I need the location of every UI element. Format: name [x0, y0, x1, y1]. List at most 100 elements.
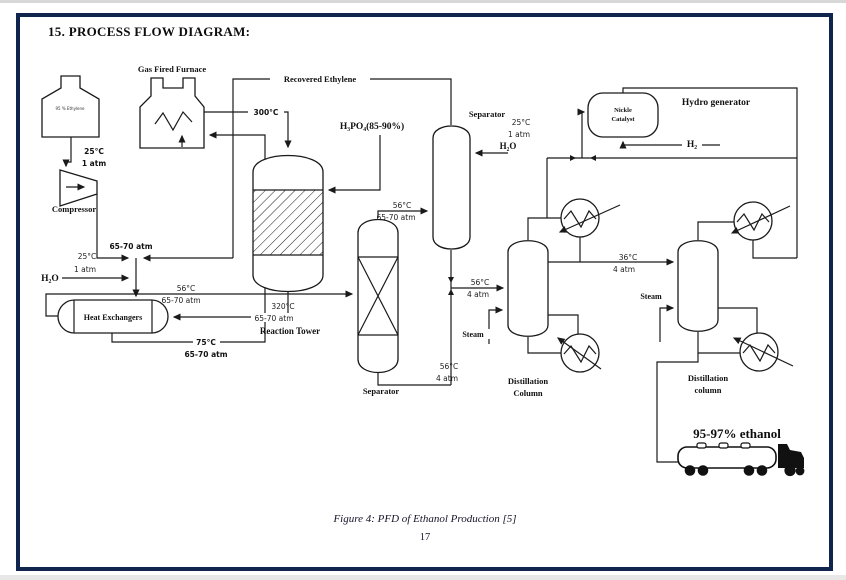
h3po4-line: [327, 135, 381, 194]
truck-wheel: [743, 465, 755, 476]
heat-exchangers-label: Heat Exchangers: [84, 313, 142, 322]
dc2-reboiler-return-line: [718, 307, 758, 333]
furnace-out-temp: 300°C: [254, 108, 279, 117]
dc2-feed-temp: 36°C: [619, 253, 638, 262]
tank-label: 95 % Ethylene: [56, 106, 86, 111]
tank-press: 1 atm: [82, 159, 106, 168]
h2o-feed-label: H₂O: [41, 274, 59, 284]
section-heading: 15. PROCESS FLOW DIAGRAM:: [48, 24, 251, 39]
dc1-overhead-line: [527, 217, 561, 240]
steam2-line: [659, 304, 675, 342]
product-line: [656, 353, 699, 463]
compressor-label: Compressor: [52, 204, 96, 214]
condenser-hx3: [730, 201, 791, 241]
h2o-quench-label: H₂O: [500, 141, 517, 151]
furnace-outlet-line: [204, 111, 292, 149]
reactor-out-temp: 320°C: [271, 302, 294, 311]
truck-wheel: [795, 466, 805, 476]
dc1-reboiler-return-line: [548, 314, 579, 334]
flash-separator: Separator: [432, 109, 506, 250]
truck-wheel: [756, 465, 768, 476]
dc1-bottoms-line: [527, 337, 561, 354]
label-mask: [248, 107, 284, 117]
quench-temp: 25°C: [512, 118, 531, 127]
tanker-cap: [696, 442, 707, 449]
dc2-overhead-line: [697, 221, 734, 240]
junction-arrow-down: [448, 277, 454, 283]
label-mask: [457, 329, 490, 339]
gas-fired-furnace: Gas Fired Furnace: [138, 64, 207, 149]
truck-wheel: [784, 464, 796, 477]
steam1-label: Steam: [462, 330, 484, 339]
feed-press: 1 atm: [74, 265, 96, 274]
junction-arrow-up: [448, 289, 454, 295]
he-cooled-outlet-line: [45, 290, 354, 317]
h2-loop-upper-line: [622, 87, 798, 258]
tank-temp: 25°C: [84, 147, 104, 156]
reboiler-hx4: [732, 332, 794, 372]
reboiler-hx2: [557, 333, 602, 373]
dc1-label-1: Distillation: [508, 376, 548, 386]
compressor: Compressor: [52, 169, 98, 214]
he-out-press: 65-70 atm: [161, 296, 200, 305]
truck-wheel: [684, 465, 696, 476]
sep-in-temp: 56°C: [393, 201, 412, 210]
distillation-column-2: Distillation column: [677, 240, 728, 395]
bottoms-temp: 56°C: [440, 362, 459, 371]
dc2-label-1: Distillation: [688, 373, 728, 383]
tanker-truck: [677, 442, 805, 477]
dc2-bottoms-line: [697, 332, 740, 354]
tanker-cap: [718, 442, 729, 449]
truck-cab: [778, 444, 804, 468]
loop-arrow-right: [570, 155, 576, 161]
loop-arrow-left: [590, 155, 596, 161]
label-mask: [682, 139, 702, 150]
he-cold-press: 65-70 atm: [184, 350, 227, 359]
h3po4-label: H₃PO₄(85-90%): [340, 121, 404, 132]
dc1-label-2: Column: [513, 388, 543, 398]
he-cold-temp: 75°C: [196, 338, 216, 347]
dc2-feed-press: 4 atm: [613, 265, 635, 274]
bottoms-press: 4 atm: [436, 374, 458, 383]
catalyst-label-2: Catalyst: [611, 116, 635, 123]
figure-caption: Figure 4: PFD of Ethanol Production [5]: [333, 513, 517, 525]
reaction-tower-label: Reaction Tower: [260, 326, 320, 336]
truck-wheel: [697, 465, 709, 476]
packed-separator-bottoms-line: [377, 373, 451, 386]
reaction-tower: Reaction Tower: [252, 154, 324, 336]
dc2-label-2: column: [695, 385, 722, 395]
page-number: 17: [419, 532, 431, 543]
label-mask: [270, 74, 370, 84]
furnace-label: Gas Fired Furnace: [138, 64, 207, 74]
h2-label: H₂: [687, 140, 697, 150]
catalyst-label-1: Nickle: [614, 107, 632, 114]
page-edge-bottom: [0, 575, 846, 580]
sep-to-sep-line: [377, 207, 429, 218]
recovered-ethylene-label: Recovered Ethylene: [284, 74, 357, 84]
reactor-out-press: 65-70 atm: [254, 314, 293, 323]
steam2-label: Steam: [640, 292, 662, 301]
steam1-line: [488, 306, 504, 344]
separator1-label: Separator: [363, 386, 400, 396]
sep-in-press: 65-70 atm: [376, 213, 415, 222]
document-page-border: [16, 13, 833, 571]
ethylene-storage-tank: 95 % Ethylene: [41, 75, 100, 138]
hydro-generator-label: Hydro generator: [682, 98, 751, 108]
catalyst-inlet-line: [577, 108, 586, 158]
h2-feed-line: [619, 140, 720, 149]
distillation-column-1: Distillation Column: [507, 240, 549, 398]
packed-separator: Separator: [357, 219, 400, 396]
quench-press: 1 atm: [508, 130, 530, 139]
condenser-hx1: [558, 198, 621, 238]
he-hot-outlet-line: [111, 131, 266, 343]
page-edge-top: [0, 0, 846, 3]
nickle-catalyst-vessel: Nickle Catalyst: [587, 92, 659, 138]
dc1-feed-press: 4 atm: [467, 290, 489, 299]
tanker-cap: [740, 442, 751, 449]
label-mask: [193, 338, 220, 347]
tank-outlet-line: [62, 137, 72, 168]
product-label: 95-97% ethanol: [693, 426, 781, 441]
compressor-outlet-line: [96, 194, 130, 262]
separator2-label: Separator: [469, 109, 506, 119]
